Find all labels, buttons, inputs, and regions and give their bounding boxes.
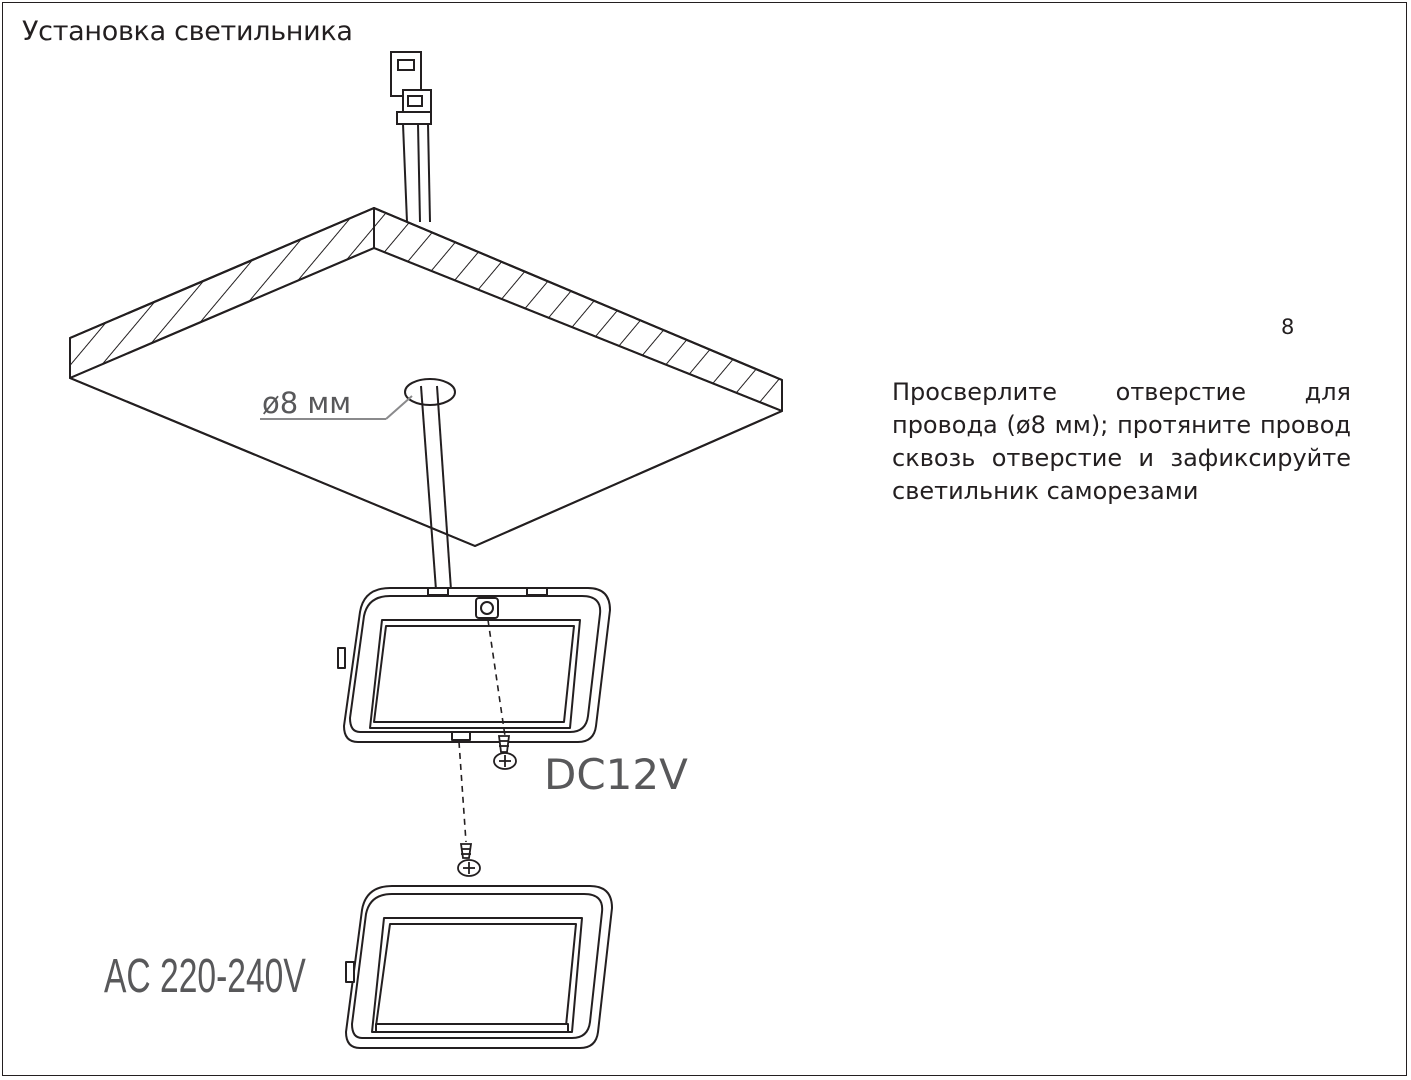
hole-diameter-label: ø8 мм: [262, 386, 351, 420]
ac-luminaire: [345, 885, 613, 1049]
drill-hole: [404, 378, 456, 406]
page-number: 8: [1281, 315, 1295, 339]
screw-guide-upper: [487, 619, 506, 737]
wire-upper: [402, 123, 431, 223]
cabinet-panel: [69, 207, 783, 547]
screw-icon-lower: [457, 843, 481, 877]
dc-voltage-label: DC12V: [544, 750, 688, 799]
hole-leader-diagonal: [385, 395, 413, 420]
connector-plug: [390, 51, 432, 125]
instruction-text: Просверлите отверстие для провода (ø8 мм…: [892, 378, 1351, 505]
wire-through-panel: [420, 385, 452, 591]
ac-voltage-label: AC 220-240V: [104, 948, 306, 1003]
page-title: Установка светильника: [22, 16, 353, 47]
screw-icon-upper: [493, 735, 517, 770]
dc-luminaire: [337, 587, 611, 743]
screw-guide-lower: [458, 741, 467, 843]
